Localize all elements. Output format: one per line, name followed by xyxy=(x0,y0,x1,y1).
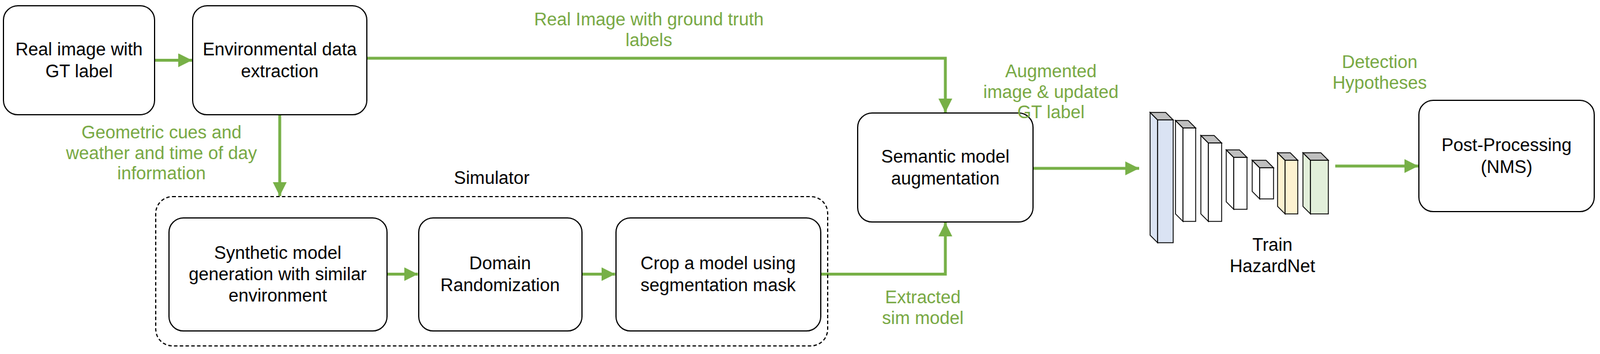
process-box: Environmental data extraction xyxy=(192,5,368,116)
box-text: Crop a model using segmentation mask xyxy=(624,252,813,296)
flow-arrow xyxy=(278,115,282,197)
edge-label: Detection Hypotheses xyxy=(1321,51,1438,93)
group-heading: Simulator xyxy=(156,167,828,189)
edge-label: Geometric cues and weather and time of d… xyxy=(57,122,266,184)
process-box: Post-Processing (NMS) xyxy=(1418,99,1595,213)
box-text: Synthetic model generation with similar … xyxy=(177,242,379,307)
flow-arrow xyxy=(1033,167,1140,171)
box-text: Semantic model augmentation xyxy=(866,145,1025,189)
flow-arrow xyxy=(387,272,419,276)
flow-arrow xyxy=(821,222,946,275)
box-text: Real image with GT label xyxy=(12,38,146,82)
flow-arrow xyxy=(367,58,946,113)
simulator-group: SimulatorSynthetic model generation with… xyxy=(155,196,829,347)
process-box: Semantic model augmentation xyxy=(857,112,1034,223)
process-box: Real image with GT label xyxy=(2,5,156,116)
flow-arrow xyxy=(1335,164,1419,168)
box-text: Environmental data extraction xyxy=(201,38,359,82)
network-block: Train HazardNet xyxy=(1139,98,1336,289)
edge-label: Extracted sim model xyxy=(870,287,975,329)
network-label: Train HazardNet xyxy=(1219,234,1325,277)
edge-label: Augmented image & updated GT label xyxy=(978,61,1123,123)
flow-arrow xyxy=(155,58,193,62)
process-box: Synthetic model generation with similar … xyxy=(168,217,388,332)
box-text: Domain Randomization xyxy=(427,252,574,296)
flow-arrow xyxy=(582,272,616,276)
box-text: Post-Processing (NMS) xyxy=(1427,134,1586,178)
edge-label: Real Image with ground truth labels xyxy=(527,9,771,51)
process-box: Crop a model using segmentation mask xyxy=(615,217,822,332)
process-box: Domain Randomization xyxy=(418,217,583,332)
